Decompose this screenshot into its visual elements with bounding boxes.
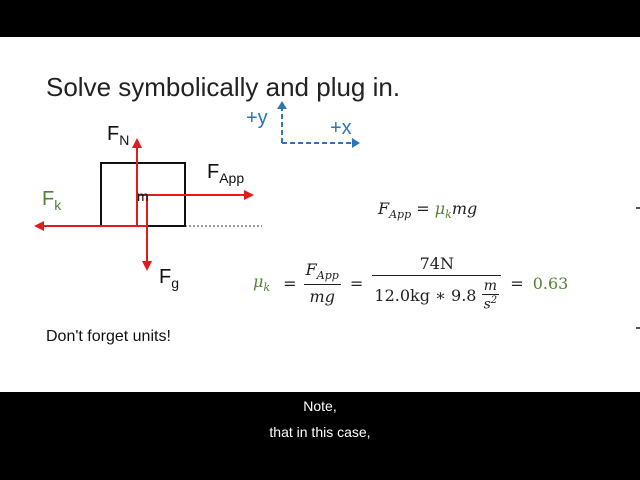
friction-force-arrowhead [34,221,44,231]
applied-force-subscript: App [219,170,245,186]
y-axis-label: +y [246,107,268,129]
gravity-force-arrowhead [142,261,152,271]
slide-title: Solve symbolically and plug in. [46,72,401,102]
eq2-equals-3: = [510,273,524,293]
eq2-fraction-symbolic: FApp mg [303,260,341,307]
slide: Solve symbolically and plug in. +y +x FN [0,37,640,392]
eq2-equals-1: = [283,273,297,293]
eq1-lhs-subscript: App [389,208,412,221]
friction-force-subscript: k [54,197,62,213]
gravity-force-subscript: g [171,275,180,291]
eq2-equals-2: = [349,273,364,293]
friction-force-label: Fk [42,188,61,213]
note-text: Don't forget units! [46,328,171,345]
equation-applied-force: FApp = μkmg [378,199,477,221]
eq1-lhs-symbol: F [378,199,390,218]
gravity-force-symbol: F [159,266,172,288]
normal-force-subscript: N [119,132,130,148]
applied-force-symbol: F [207,161,220,183]
free-body-diagram [34,138,262,271]
eq1-rhs-tail: mg [451,199,478,218]
eq1-mu-symbol: μ [434,199,446,218]
coordinate-axes [277,101,360,148]
x-axis-label: +x [330,117,352,139]
eq1-equals: = [416,199,430,218]
eq2-frac1-num-symbol: F [305,260,317,280]
eq2-unit-numerator: m [481,278,500,295]
eq1-mu-subscript: k [445,208,452,221]
eq2-frac1-numerator: FApp [303,260,341,286]
x-axis-arrowhead [352,138,360,148]
caption-line-2: that in this case, [269,424,371,440]
normal-force-arrowhead [132,138,142,148]
eq2-result: 0.63 [532,273,569,293]
eq2-mu: μk [253,272,270,294]
eq2-frac2-den-prefix: 12.0kg ∗ 9.8 [374,285,477,305]
slide-edge-mark-upper [636,207,640,209]
eq2-unit-den-exponent: 2 [490,295,498,306]
equation-friction-coefficient: μk = FApp mg = 74N 12.0kg ∗ 9.8 m s2 = 0… [247,254,568,313]
normal-force-symbol: F [107,123,120,145]
eq2-unit-denominator: s2 [482,295,500,313]
eq2-frac1-denominator: mg [309,287,335,307]
eq2-frac1-num-subscript: App [316,269,339,283]
eq2-fraction-numeric: 74N 12.0kg ∗ 9.8 m s2 [372,254,502,313]
eq2-unit-den-base: s [483,296,491,313]
applied-force-arrowhead [244,190,254,200]
caption-line-1: Note, [303,398,337,414]
eq2-frac2-numerator: 74N [372,254,502,276]
friction-force-symbol: F [42,188,55,210]
gravity-force-label: Fg [159,266,179,291]
eq2-unit-fraction: m s2 [481,278,500,313]
y-axis-arrowhead [277,101,287,109]
slide-edge-mark-lower [636,327,640,329]
applied-force-label: FApp [207,161,244,186]
eq2-frac2-denominator: 12.0kg ∗ 9.8 m s2 [372,276,501,313]
eq2-mu-subscript: k [263,281,271,295]
eq2-mu-symbol: μ [253,272,264,292]
mass-label: m [137,188,149,204]
normal-force-label: FN [107,123,129,148]
